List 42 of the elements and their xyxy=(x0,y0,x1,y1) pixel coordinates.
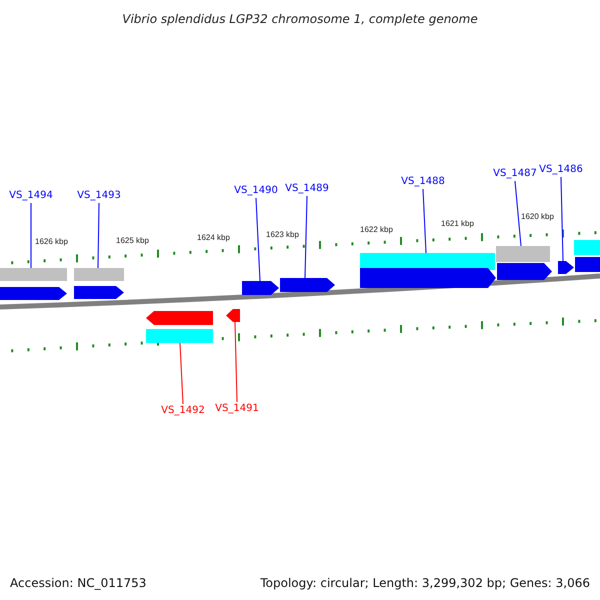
feature-bar xyxy=(146,329,213,343)
scale-label: 1625 kbp xyxy=(116,235,149,247)
leader-line xyxy=(98,202,100,268)
gene-block xyxy=(226,309,240,322)
scale-label: 1620 kbp xyxy=(521,211,554,223)
leader-line xyxy=(304,196,308,278)
diagram-title: Vibrio splendidus LGP32 chromosome 1, complete genome xyxy=(121,11,479,28)
leader-line xyxy=(514,180,522,246)
leader-line xyxy=(234,322,238,402)
genome-summary-text: Topology: circular; Length: 3,299,302 bp; Genes: 3,066 xyxy=(260,575,590,592)
gene-label: VS_1492 xyxy=(160,404,206,418)
gene-label: VS_1489 xyxy=(284,182,330,196)
leader-line xyxy=(180,342,184,404)
gene-label: VS_1491 xyxy=(214,402,260,416)
gene-label: VS_1487 xyxy=(492,167,538,181)
feature-bar xyxy=(574,240,600,255)
gene-block xyxy=(74,286,124,299)
gene-block xyxy=(146,311,213,325)
gene-label: VS_1486 xyxy=(538,163,584,177)
scale-label: 1621 kbp xyxy=(441,218,474,230)
gene-block xyxy=(280,278,335,292)
leader-line xyxy=(422,188,426,254)
gene-block xyxy=(242,281,279,295)
gene-label: VS_1488 xyxy=(400,175,446,189)
accession-text: Accession: NC_011753 xyxy=(10,575,146,592)
scale-label: 1622 kbp xyxy=(360,224,393,236)
feature-bar xyxy=(496,246,550,262)
feature-bar xyxy=(0,268,67,281)
leader-line xyxy=(30,202,32,268)
feature-bar xyxy=(575,257,600,272)
gene-label: VS_1494 xyxy=(8,189,54,203)
scale-label: 1624 kbp xyxy=(197,232,230,244)
leader-line xyxy=(560,176,564,262)
feature-bar xyxy=(74,268,124,281)
leader-line xyxy=(256,198,260,282)
gene-block xyxy=(0,287,67,300)
gene-label: VS_1490 xyxy=(233,184,279,198)
gene-block xyxy=(497,263,552,280)
gene-block xyxy=(558,261,574,274)
gene-label: VS_1493 xyxy=(76,189,122,203)
scale-label: 1623 kbp xyxy=(266,229,299,241)
scale-label: 1626 kbp xyxy=(35,236,68,248)
